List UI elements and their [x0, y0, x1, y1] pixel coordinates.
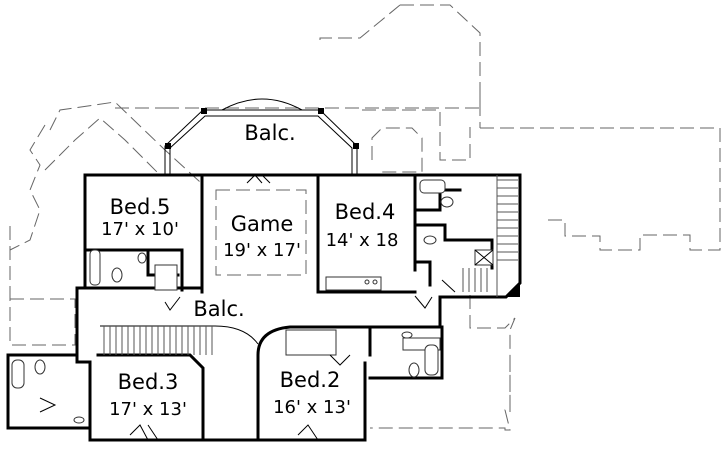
room-label-game: Game — [231, 212, 294, 236]
room-label-balcony-top: Balc. — [244, 121, 295, 145]
room-labels: Bed.5 17' x 10' Game 19' x 17' Bed.4 14'… — [101, 195, 398, 420]
stairs — [100, 175, 520, 355]
fixtures — [11, 179, 494, 424]
main-walls — [6, 173, 522, 442]
lower-floor-outline — [9, 4, 721, 431]
room-label-bed4: Bed.4 — [335, 200, 396, 224]
room-dim-bed5: 17' x 10' — [101, 219, 179, 240]
game-room-inset — [215, 189, 307, 276]
room-label-bed5: Bed.5 — [110, 195, 171, 219]
top-balcony: Balc. — [164, 98, 359, 175]
room-label-bed3: Bed.3 — [118, 370, 179, 394]
doors — [39, 174, 456, 441]
room-label-bed2: Bed.2 — [280, 368, 341, 392]
room-dim-bed3: 17' x 13' — [109, 399, 187, 420]
room-label-balcony-mid: Balc. — [193, 297, 244, 321]
room-dim-bed4: 14' x 18 — [326, 230, 399, 251]
room-dim-bed2: 16' x 13' — [273, 397, 351, 418]
room-dim-game: 19' x 17' — [223, 240, 301, 261]
